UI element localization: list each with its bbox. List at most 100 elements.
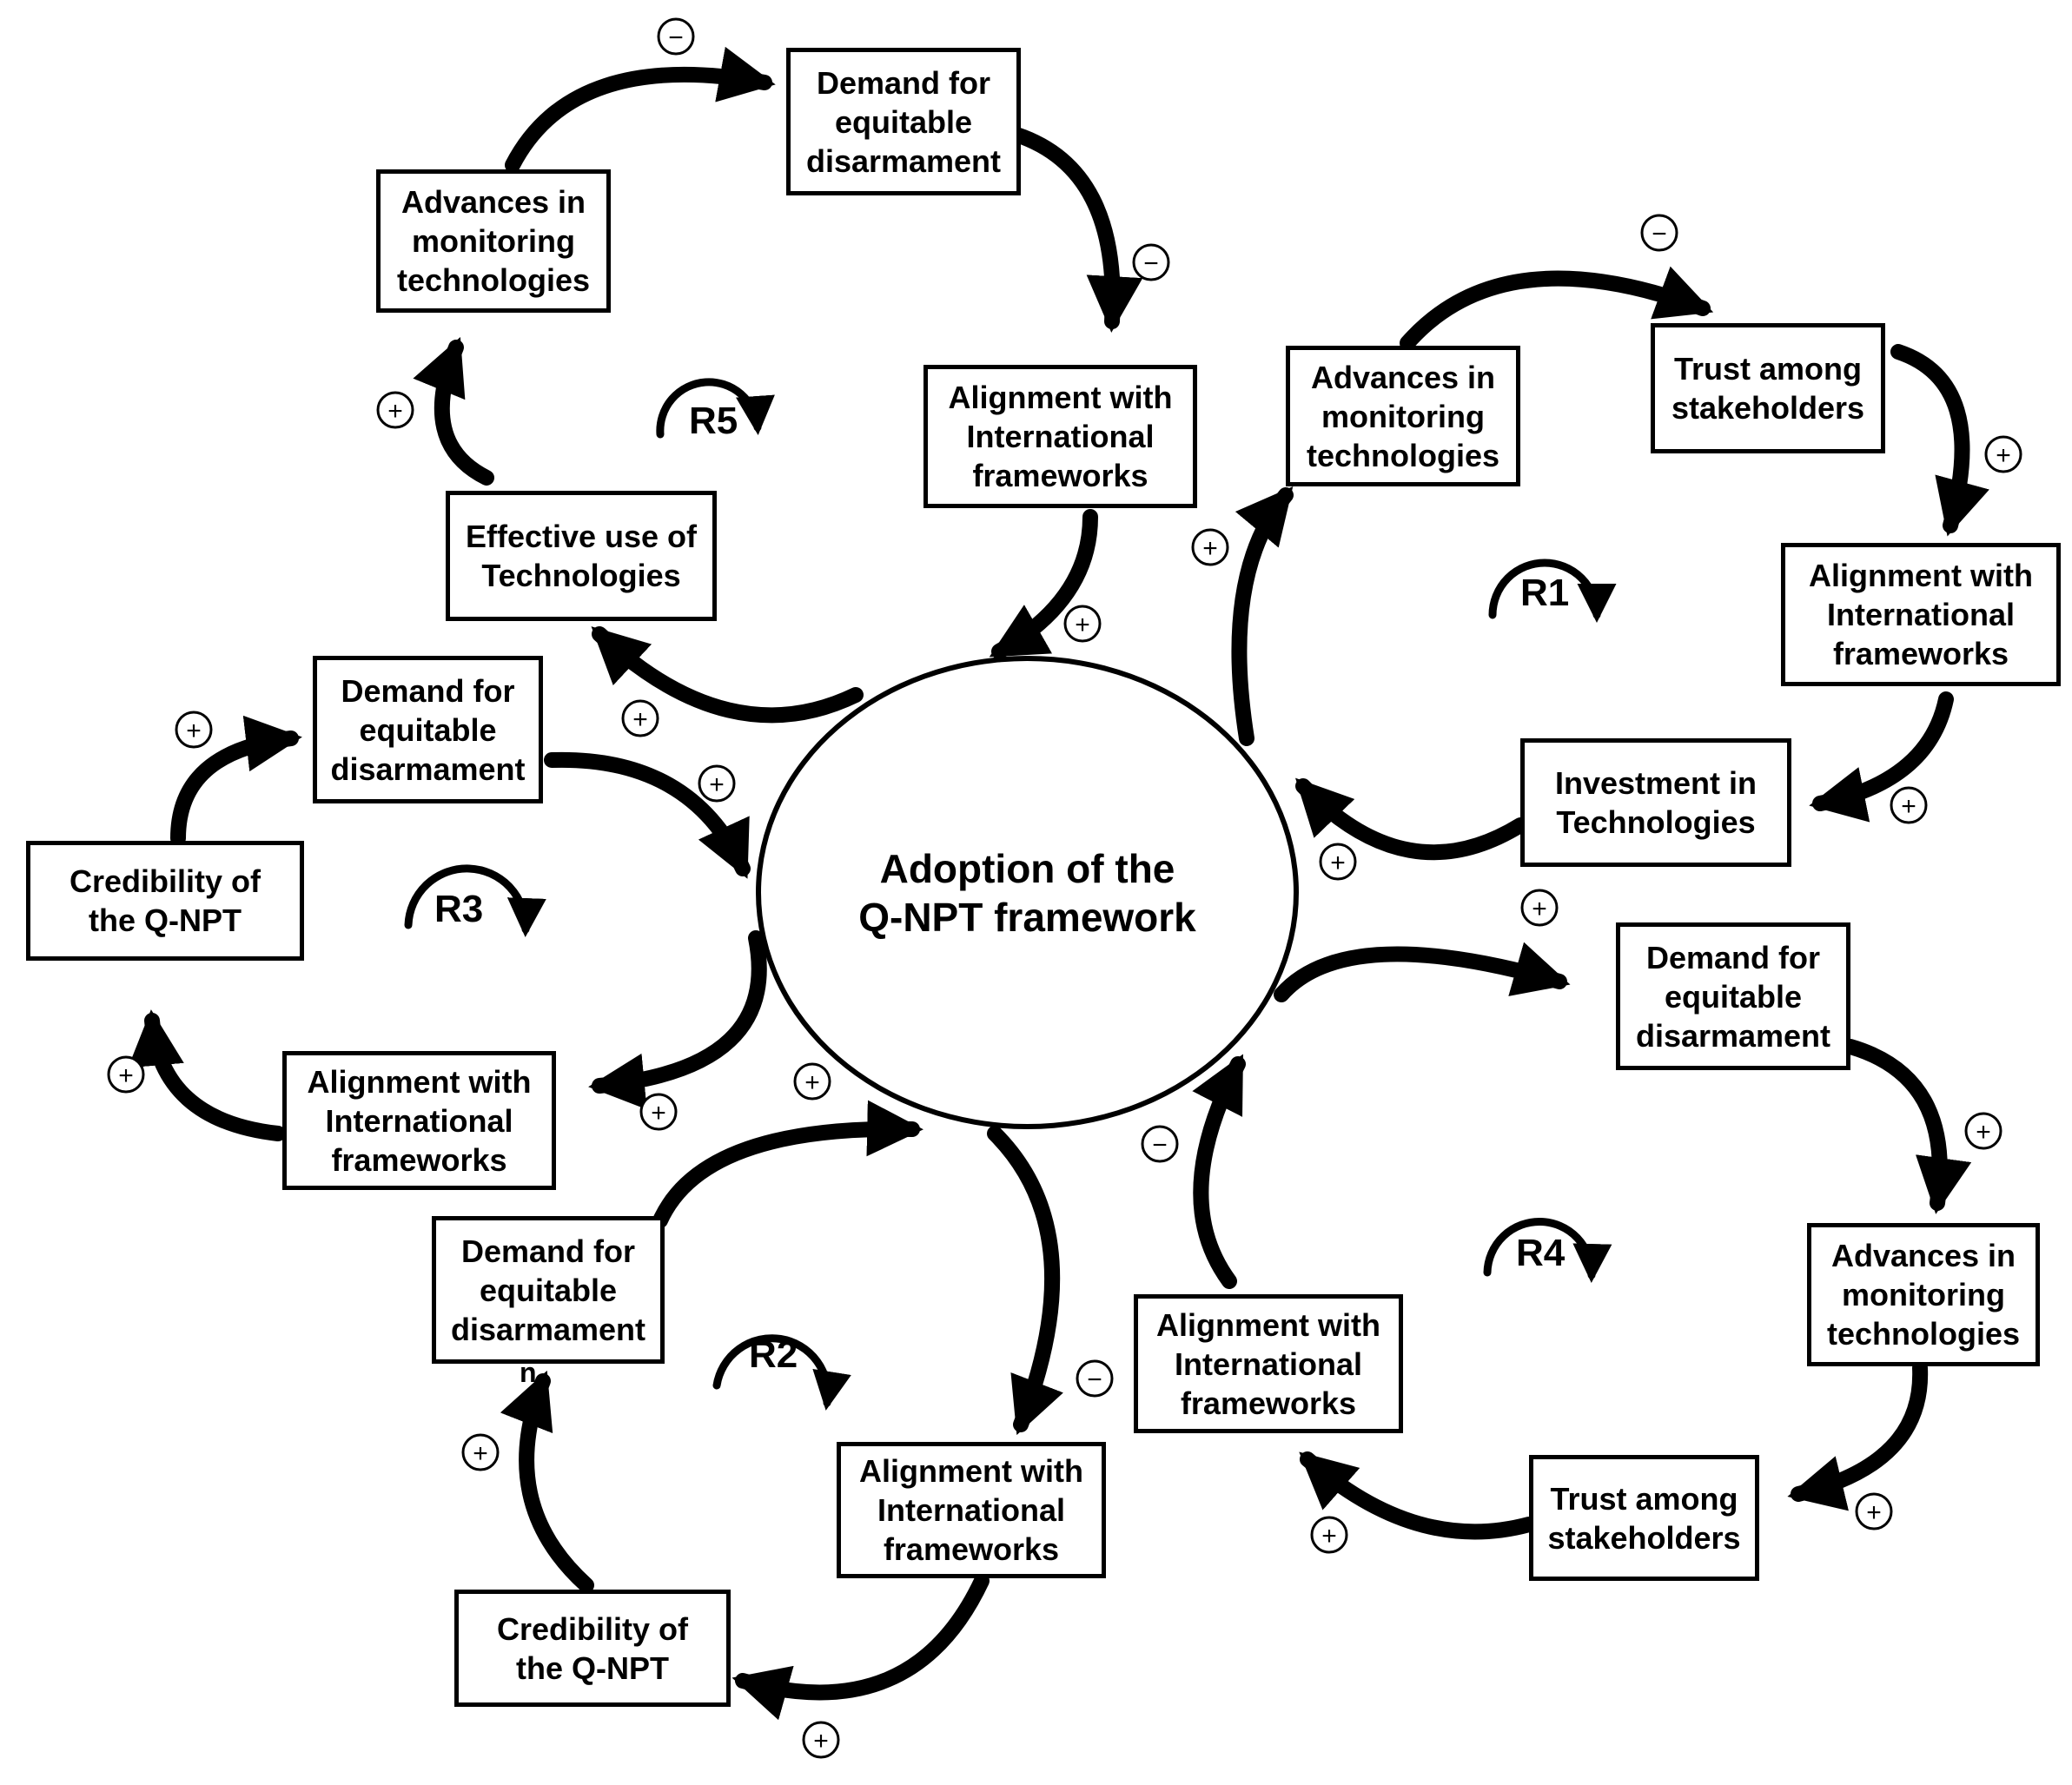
- polarity-r4-advances-trust: +: [1855, 1492, 1893, 1530]
- polarity-center-r3-alignment: +: [639, 1093, 678, 1131]
- link-r5-alignment-to-center: [989, 509, 1098, 659]
- polarity-r1-advances-trust: −: [1640, 214, 1678, 252]
- loop-label-r5: R5: [689, 400, 738, 442]
- polarity-r5-advances-demand: −: [657, 17, 695, 56]
- loop-arrow-r4: [1483, 1218, 1612, 1283]
- node-r3-credibility[interactable]: Credibility of the Q-NPT: [26, 841, 304, 961]
- polarity-sign: +: [709, 770, 725, 799]
- polarity-sign: +: [118, 1061, 134, 1090]
- link-r5-effective-to-advances: [413, 337, 494, 486]
- node-r2-credibility[interactable]: Credibility of the Q-NPT: [454, 1590, 731, 1707]
- link-center-to-r5-effective: [591, 626, 864, 724]
- node-r2-alignment[interactable]: Alignment with International frameworks: [837, 1442, 1106, 1578]
- node-r5-alignment[interactable]: Alignment with International frameworks: [923, 365, 1197, 508]
- node-r5-effective[interactable]: Effective use of Technologies: [446, 491, 717, 621]
- polarity-r2-alignment-credibility: +: [802, 1721, 840, 1759]
- polarity-r2-demand-center: +: [793, 1062, 831, 1101]
- node-r5-advances[interactable]: Advances in monitoring technologies: [376, 169, 611, 313]
- link-r1-advances-to-trust: [1400, 266, 1714, 351]
- node-r5-demand[interactable]: Demand for equitable disarmament: [786, 48, 1021, 195]
- polarity-center-r2-alignment: −: [1076, 1359, 1114, 1398]
- polarity-circle: [1890, 786, 1928, 824]
- loop-arrow-r1: [1488, 559, 1617, 623]
- polarity-circle: [1063, 605, 1102, 643]
- polarity-effective-advances: +: [376, 391, 414, 429]
- polarity-center-r1-advances: +: [1191, 528, 1229, 566]
- link-r4-advances-to-trust: [1787, 1360, 1929, 1511]
- polarity-sign: −: [668, 23, 684, 52]
- polarity-r1-alignment-investment: +: [1890, 786, 1928, 824]
- link-r4-trust-to-alignment: [1299, 1451, 1537, 1540]
- polarity-circle: [698, 764, 736, 803]
- polarity-circle: [802, 1721, 840, 1759]
- polarity-sign: −: [1087, 1365, 1102, 1394]
- link-r1-alignment-to-investment: [1809, 691, 1954, 823]
- polarity-circle: [621, 699, 659, 737]
- polarity-sign: −: [1152, 1131, 1168, 1160]
- polarity-sign: +: [387, 397, 403, 426]
- link-r4-demand-to-advances: [1843, 1039, 1972, 1214]
- link-r2-credibility-to-demand: [500, 1370, 594, 1593]
- polarity-sign: +: [186, 717, 202, 745]
- link-r1-investment-to-center: [1295, 777, 1528, 861]
- polarity-r4-alignment-center: −: [1141, 1125, 1179, 1163]
- polarity-circle: [657, 17, 695, 56]
- polarity-sign: +: [632, 705, 648, 734]
- link-center-to-r3-alignment: [588, 930, 767, 1110]
- link-r5-advances-to-demand: [505, 46, 776, 173]
- polarity-circle: [175, 711, 213, 749]
- polarity-sign: +: [1901, 792, 1916, 821]
- node-r4-advances[interactable]: Advances in monitoring technologies: [1807, 1223, 2040, 1366]
- loop-arrow-r5: [656, 378, 775, 439]
- polarity-circle: [1310, 1516, 1348, 1554]
- polarity-sign: +: [1202, 534, 1218, 563]
- polarity-r3-demand-center: +: [698, 764, 736, 803]
- polarity-r4-demand-advances: +: [1964, 1112, 2002, 1150]
- node-r4-trust[interactable]: Trust among stakeholders: [1529, 1455, 1759, 1581]
- node-r4-demand[interactable]: Demand for equitable disarmament: [1616, 922, 1850, 1070]
- node-r4-alignment[interactable]: Alignment with International frameworks: [1134, 1294, 1403, 1433]
- center-node[interactable]: Adoption of the Q-NPT framework: [756, 656, 1299, 1129]
- polarity-sign: +: [1976, 1118, 1991, 1147]
- link-r3-credibility-to-demand: [170, 715, 302, 846]
- node-r3-demand[interactable]: Demand for equitable disarmament: [313, 656, 543, 803]
- polarity-sign: +: [813, 1727, 829, 1755]
- loop-label-r4: R4: [1516, 1232, 1566, 1274]
- polarity-r2-credibility-demand: +: [461, 1433, 500, 1471]
- polarity-sign: +: [1866, 1498, 1882, 1527]
- node-r1-investment[interactable]: Investment in Technologies: [1520, 738, 1791, 867]
- polarity-r5-demand-alignment: −: [1132, 243, 1170, 281]
- polarity-sign: −: [1143, 249, 1159, 278]
- link-r1-trust-to-alignment: [1890, 344, 1989, 537]
- polarity-circle: [639, 1093, 678, 1131]
- polarity-circle: [1855, 1492, 1893, 1530]
- polarity-sign: +: [651, 1099, 666, 1127]
- polarity-r1-trust-alignment: +: [1984, 435, 2022, 473]
- polarity-sign: +: [804, 1068, 820, 1097]
- loop-arrow-r3: [404, 864, 546, 937]
- polarity-sign: +: [1532, 895, 1547, 923]
- polarity-circle: [1520, 889, 1559, 927]
- polarity-center-effective: +: [621, 699, 659, 737]
- link-r3-demand-to-center: [544, 751, 751, 879]
- polarity-circle: [461, 1433, 500, 1471]
- polarity-r3-credibility-demand: +: [175, 711, 213, 749]
- polarity-circle: [1319, 843, 1357, 881]
- polarity-sign: +: [1321, 1522, 1337, 1550]
- polarity-r4-trust-alignment: +: [1310, 1516, 1348, 1554]
- node-r3-alignment[interactable]: Alignment with International frameworks: [282, 1051, 556, 1190]
- node-r1-alignment[interactable]: Alignment with International frameworks: [1781, 543, 2061, 686]
- polarity-center-r4-demand: +: [1520, 889, 1559, 927]
- node-r1-advances[interactable]: Advances in monitoring technologies: [1286, 346, 1520, 486]
- stray-character: n: [520, 1357, 537, 1388]
- polarity-circle: [793, 1062, 831, 1101]
- polarity-sign: −: [1652, 220, 1667, 248]
- loop-arrow-r2: [712, 1334, 851, 1411]
- node-r2-demand[interactable]: Demand for equitable disarmament: [432, 1216, 665, 1364]
- polarity-circle: [107, 1055, 145, 1094]
- polarity-circle: [1964, 1112, 2002, 1150]
- polarity-circle: [1640, 214, 1678, 252]
- link-center-to-r1-advances: [1231, 486, 1294, 746]
- node-r1-trust[interactable]: Trust among stakeholders: [1651, 323, 1885, 453]
- polarity-r5-alignment-center: +: [1063, 605, 1102, 643]
